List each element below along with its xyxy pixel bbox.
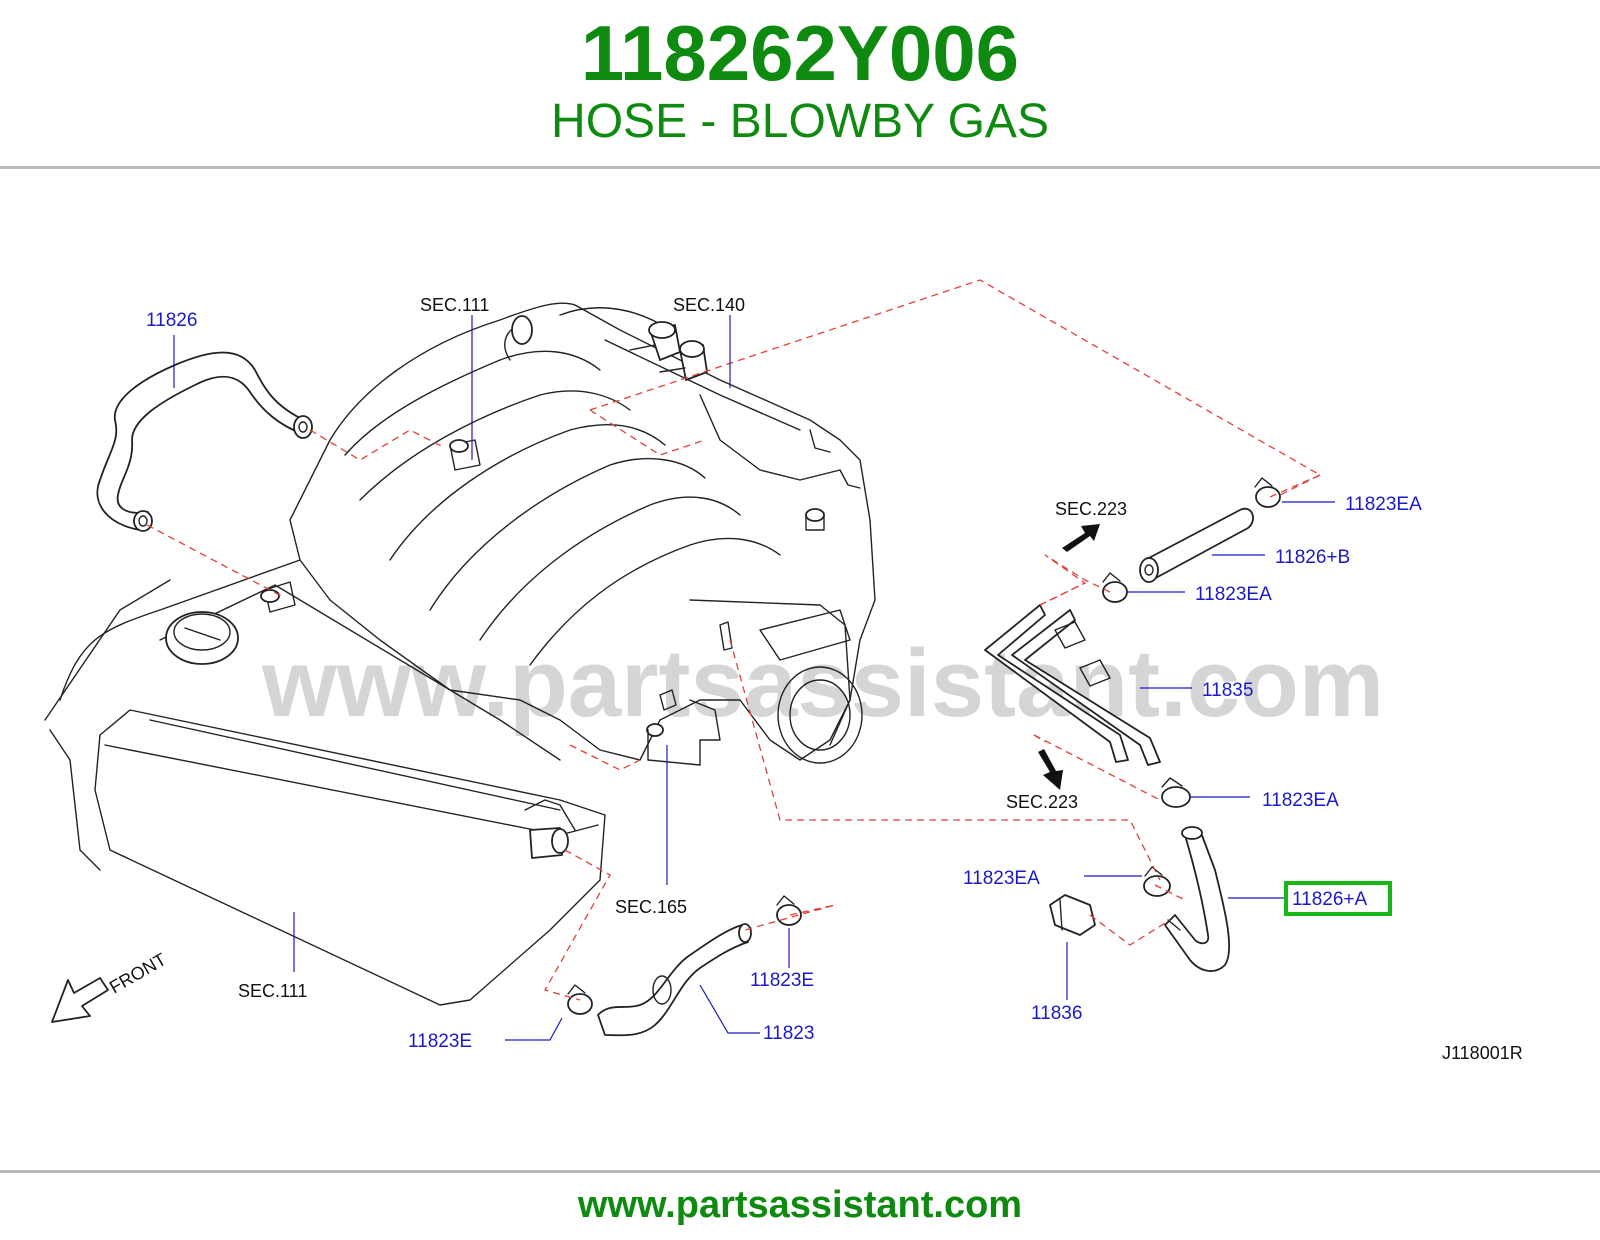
label-11826[interactable]: 11826: [146, 310, 197, 331]
part-number-title: 118262Y006: [580, 9, 1020, 97]
bracket-11836-illustration: [1049, 894, 1096, 936]
label-11823e-2[interactable]: 11823E: [408, 1031, 472, 1052]
label-sec111-bottom[interactable]: SEC.111: [238, 981, 307, 1001]
label-sec111-top[interactable]: SEC.111: [420, 295, 489, 315]
label-sec223-top[interactable]: SEC.223: [1055, 499, 1127, 519]
label-11823ea-2[interactable]: 11823EA: [1195, 584, 1272, 605]
footer-divider: [0, 1170, 1600, 1173]
clamp-illustrations: [567, 477, 1281, 1015]
label-11823ea-3[interactable]: 11823EA: [1262, 790, 1339, 811]
footer-url-link[interactable]: www.partsassistant.com: [577, 1184, 1023, 1226]
tube-11835-illustration: [984, 604, 1161, 766]
highlight-box: [1284, 881, 1392, 916]
page-header: 118262Y006 HOSE - BLOWBY GAS: [0, 0, 1600, 168]
label-11823ea-1[interactable]: 11823EA: [1345, 494, 1422, 515]
hose-11826-illustration: [96, 351, 313, 532]
label-11823[interactable]: 11823: [763, 1023, 814, 1044]
figure-code: J118001R: [1442, 1043, 1523, 1063]
engine-illustration: [44, 302, 876, 1006]
label-sec165[interactable]: SEC.165: [615, 897, 687, 917]
hose-11826a-illustration: [1164, 826, 1231, 972]
part-name-subtitle: HOSE - BLOWBY GAS: [551, 95, 1049, 148]
front-arrow-icon: [51, 977, 109, 1023]
label-sec223-mid[interactable]: SEC.223: [1006, 792, 1078, 812]
label-11836[interactable]: 11836: [1031, 1003, 1082, 1024]
label-sec140[interactable]: SEC.140: [673, 295, 745, 315]
label-11826a[interactable]: 11826+A: [1292, 889, 1368, 910]
label-11835[interactable]: 11835: [1202, 680, 1253, 701]
label-11823ea-4[interactable]: 11823EA: [963, 868, 1040, 889]
assembly-dashed-lines: [146, 279, 1322, 1001]
leader-lines: [173, 315, 1335, 1041]
hose-11826b-illustration: [1139, 507, 1254, 583]
label-11826b[interactable]: 11826+B: [1275, 547, 1350, 568]
hose-11823-illustration: [597, 923, 752, 1037]
sec223-arrow-up: [1062, 524, 1100, 552]
label-front: FRONT: [106, 949, 170, 997]
label-11823e-1[interactable]: 11823E: [750, 970, 814, 991]
sec223-arrow-down: [1038, 749, 1063, 790]
header-divider: [0, 166, 1600, 169]
